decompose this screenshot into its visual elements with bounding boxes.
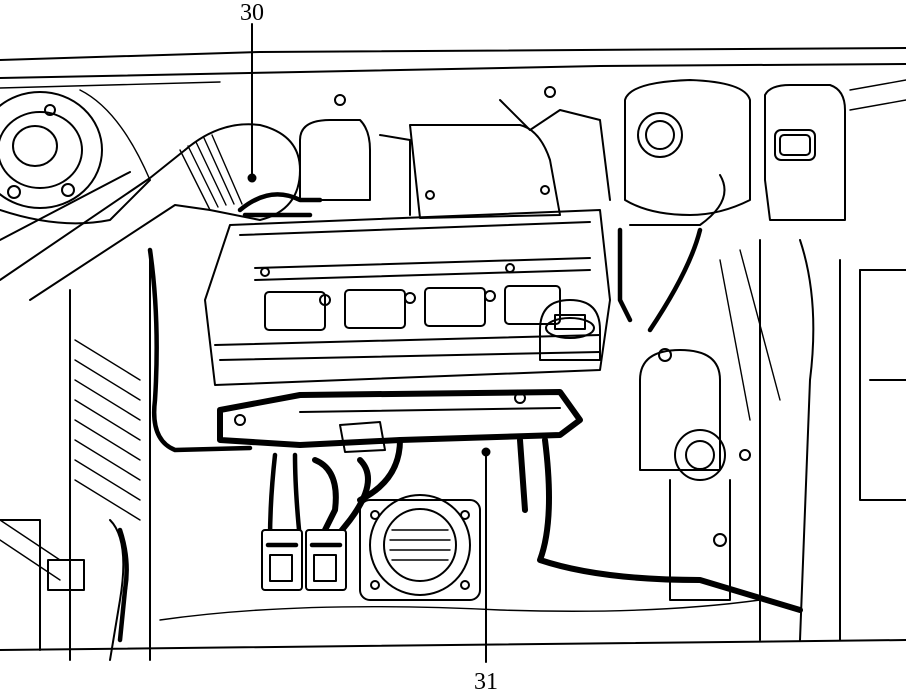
strut-tower-left xyxy=(0,89,151,225)
callout-label-30: 30 xyxy=(240,0,264,26)
callout-31: 31 xyxy=(474,447,498,694)
ignition-cover xyxy=(217,389,583,453)
radiator-fins xyxy=(0,249,151,661)
callout-label-31: 31 xyxy=(474,669,498,694)
coil-connectors xyxy=(261,529,347,591)
right-side-components xyxy=(639,239,906,641)
bottom-edge xyxy=(0,599,906,651)
leader-dot-31 xyxy=(481,447,491,457)
coolant-tank xyxy=(624,79,751,226)
hood-edge xyxy=(0,47,906,89)
leader-dot-30 xyxy=(247,173,257,183)
air-intake-hose xyxy=(0,123,301,301)
throttle-body xyxy=(359,494,481,601)
upper-center-parts xyxy=(299,86,611,219)
cam-cover xyxy=(204,209,611,386)
callout-30: 30 xyxy=(240,0,264,183)
brake-reservoir xyxy=(764,79,906,221)
